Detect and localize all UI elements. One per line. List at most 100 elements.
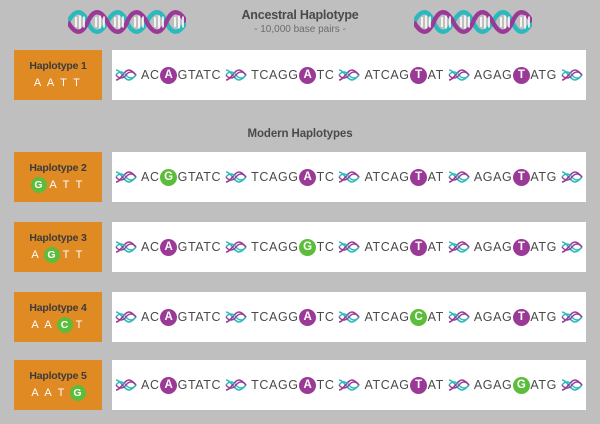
sequence-prefix: AGAG <box>473 310 513 324</box>
sequence-suffix: AT <box>427 378 444 392</box>
dna-separator-icon <box>225 310 247 324</box>
snp-ancestral: T <box>410 168 428 186</box>
sequence-prefix: TCAGG <box>251 170 299 184</box>
sequence-suffix: GTATC <box>177 170 222 184</box>
allele-ancestral: T <box>60 77 69 89</box>
allele-ancestral: T <box>62 249 72 261</box>
sequence-suffix: TC <box>316 240 335 254</box>
sequence-suffix: ATG <box>530 240 557 254</box>
snp-ancestral: A <box>160 308 178 326</box>
snp-mutated: G <box>299 238 317 256</box>
allele-ancestral: A <box>31 249 41 261</box>
snp-ancestral: A <box>299 376 317 394</box>
sequence-prefix: TCAGG <box>251 68 299 82</box>
allele-ancestral: T <box>57 387 67 399</box>
allele-ancestral: A <box>46 77 57 89</box>
sequence-prefix: AGAG <box>473 68 513 82</box>
sequence-prefix: ATCAG <box>364 170 410 184</box>
sequence-prefix: ATCAG <box>364 68 410 82</box>
allele-ancestral: A <box>31 387 41 399</box>
page-title: Ancestral Haplotype <box>241 7 359 22</box>
sequence-suffix: ATG <box>530 68 557 82</box>
snp-ancestral: A <box>160 376 178 394</box>
allele-ancestral: T <box>75 319 85 331</box>
dna-separator-icon <box>561 170 583 184</box>
haplotype-name: Haplotype 4 <box>29 302 87 314</box>
sequence-prefix: AC <box>141 170 160 184</box>
dna-separator-icon <box>338 378 361 392</box>
sequence-prefix: ATCAG <box>364 378 410 392</box>
allele-mutated: C <box>56 317 73 333</box>
allele-mutated: G <box>30 177 47 193</box>
haplotype-name: Haplotype 1 <box>29 60 87 72</box>
sequence-suffix: GTATC <box>177 240 222 254</box>
allele-ancestral: A <box>44 387 54 399</box>
dna-separator-icon <box>561 378 583 392</box>
diagram-header: Ancestral Haplotype - 10,000 base pairs … <box>0 0 600 44</box>
snp-ancestral: A <box>160 238 178 256</box>
dna-separator-icon <box>338 68 361 82</box>
page-subtitle: - 10,000 base pairs - <box>254 23 346 35</box>
dna-separator-icon <box>561 240 583 254</box>
sequence-suffix: GTATC <box>177 310 222 324</box>
allele-ancestral: A <box>49 179 59 191</box>
snp-mutated: G <box>512 376 530 394</box>
snp-ancestral: T <box>512 66 530 84</box>
snp-ancestral: A <box>299 168 317 186</box>
section-heading-modern-haplotypes: Modern Haplotypes <box>247 128 353 140</box>
sequence-prefix: AC <box>141 378 160 392</box>
snp-ancestral: T <box>410 376 428 394</box>
sequence-suffix: ATG <box>530 378 557 392</box>
dna-separator-icon <box>115 68 137 82</box>
allele-ancestral: T <box>75 249 85 261</box>
sequence-prefix: AGAG <box>473 240 513 254</box>
snp-ancestral: T <box>512 168 530 186</box>
sequence-prefix: ATCAG <box>364 310 410 324</box>
sequence-prefix: AC <box>141 310 160 324</box>
snp-ancestral: A <box>160 66 178 84</box>
allele-mutated: G <box>69 385 86 401</box>
sequence-prefix: TCAGG <box>251 378 299 392</box>
dna-separator-icon <box>115 378 137 392</box>
dna-separator-icon <box>448 68 470 82</box>
sequence-prefix: AC <box>141 240 160 254</box>
sequence-prefix: TCAGG <box>251 310 299 324</box>
sequence-suffix: AT <box>427 240 444 254</box>
sequence-prefix: ATCAG <box>364 240 410 254</box>
allele-ancestral: A <box>44 319 54 331</box>
haplotype-name: Haplotype 2 <box>29 162 87 174</box>
allele-ancestral: T <box>73 77 82 89</box>
dna-separator-icon <box>225 170 247 184</box>
